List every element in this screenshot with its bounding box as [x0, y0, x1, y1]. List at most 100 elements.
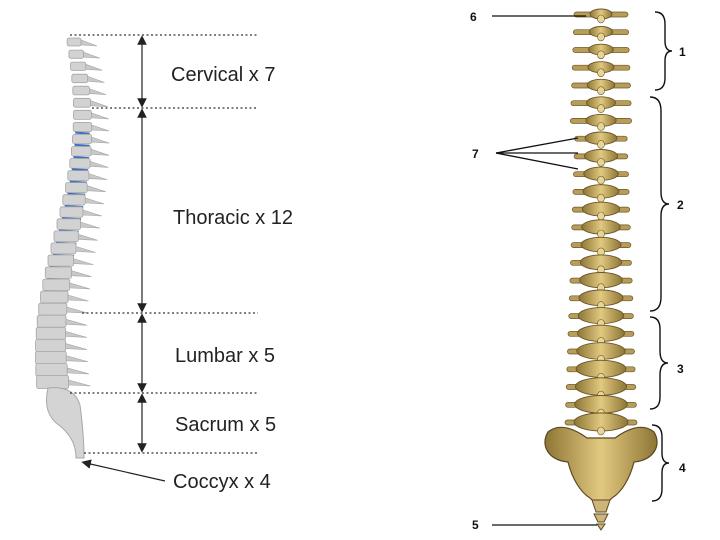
- lateral-spinous-process: [81, 222, 100, 228]
- posterior-spinous-process: [598, 51, 605, 59]
- lateral-vertebra: [57, 219, 81, 230]
- lateral-spinous-process: [70, 283, 90, 289]
- lateral-spinous-process: [85, 198, 104, 204]
- lateral-vertebra: [73, 86, 90, 95]
- posterior-spinous-process: [598, 15, 605, 23]
- posterior-spinous-process: [598, 194, 605, 202]
- coccyx-pointer-arrow: [86, 463, 165, 481]
- lateral-spinous-process: [86, 64, 102, 70]
- lateral-spinous-process: [88, 76, 105, 82]
- lateral-vertebra: [67, 38, 81, 46]
- lateral-vertebra: [51, 243, 76, 254]
- posterior-spinous-process: [598, 140, 605, 148]
- lateral-spine-illustration: [36, 38, 110, 458]
- lateral-spinous-process: [92, 125, 110, 131]
- lateral-vertebra: [43, 279, 70, 291]
- lateral-spinous-process: [78, 234, 97, 240]
- callout-line-7a: [496, 138, 578, 153]
- lateral-spinous-process: [84, 52, 100, 58]
- callout-number-3: 3: [677, 362, 684, 376]
- intervertebral-disc: [75, 133, 90, 134]
- intervertebral-disc: [72, 169, 88, 170]
- lateral-vertebra: [48, 255, 74, 266]
- lateral-vertebra: [66, 183, 88, 193]
- lateral-spinous-process: [74, 259, 94, 265]
- brace-region-1: [655, 12, 672, 90]
- lateral-vertebra: [36, 327, 65, 339]
- lateral-vertebra: [41, 291, 69, 303]
- lateral-spinous-process: [91, 149, 109, 155]
- lateral-spinous-process: [67, 307, 88, 313]
- lateral-vertebra: [73, 98, 90, 107]
- lateral-spinous-process: [66, 344, 87, 350]
- callout-line-7c: [496, 153, 578, 169]
- posterior-spinous-process: [598, 123, 605, 131]
- lateral-vertebra: [71, 62, 86, 70]
- lateral-spinous-process: [66, 319, 87, 325]
- region-label-cervical: Cervical x 7: [171, 64, 275, 86]
- lateral-vertebra: [73, 134, 92, 143]
- lateral-vertebra: [68, 171, 89, 181]
- region-label-lumbar: Lumbar x 5: [175, 345, 275, 367]
- lateral-spinous-process: [90, 161, 108, 167]
- callout-number-7: 7: [472, 147, 479, 161]
- lateral-vertebra: [74, 110, 92, 119]
- lateral-vertebra: [37, 376, 69, 389]
- callout-number-6: 6: [470, 10, 477, 24]
- lateral-vertebra: [63, 195, 85, 205]
- lateral-spinous-process: [83, 210, 102, 216]
- region-label-sacrum: Sacrum x 5: [175, 414, 276, 436]
- brace-region-2: [650, 97, 669, 311]
- lateral-vertebra: [36, 363, 67, 376]
- region-label-coccyx: Coccyx x 4: [173, 471, 271, 493]
- lateral-vertebra: [37, 315, 66, 327]
- lateral-spinous-process: [76, 246, 96, 252]
- posterior-spinous-process: [598, 33, 605, 41]
- lateral-vertebrae-group: [36, 38, 110, 389]
- posterior-vertebrae-group: [565, 9, 637, 435]
- lateral-vertebra: [60, 207, 83, 218]
- lateral-spinous-process: [89, 174, 107, 180]
- callout-number-2: 2: [677, 198, 684, 212]
- callout-number-5: 5: [472, 518, 479, 532]
- posterior-spinous-process: [598, 105, 605, 113]
- posterior-sacrum-shape: [545, 427, 657, 503]
- lateral-vertebra: [54, 231, 78, 242]
- posterior-spinous-process: [598, 69, 605, 77]
- lateral-vertebra: [45, 267, 71, 278]
- posterior-spinous-process: [598, 176, 605, 184]
- region-boundary-lines: [70, 35, 258, 453]
- intervertebral-disc: [73, 157, 89, 158]
- lateral-vertebra: [69, 50, 84, 58]
- lateral-spinous-process: [72, 271, 92, 277]
- callout-number-1: 1: [679, 45, 686, 59]
- posterior-spinous-process: [598, 87, 605, 95]
- region-braces: [650, 12, 672, 501]
- lateral-vertebra: [72, 74, 88, 83]
- lateral-spinous-process: [81, 40, 97, 46]
- lateral-vertebra: [73, 122, 92, 131]
- callout-number-4: 4: [679, 461, 686, 475]
- lateral-spinous-process: [89, 89, 106, 95]
- lateral-spinous-process: [66, 331, 87, 337]
- lateral-vertebra: [70, 159, 90, 169]
- brace-region-3: [650, 317, 668, 409]
- lateral-spinous-process: [66, 356, 88, 362]
- lateral-spinous-process: [69, 380, 91, 386]
- posterior-spinous-process: [598, 427, 605, 435]
- region-label-thoracic: Thoracic x 12: [173, 207, 293, 229]
- posterior-spinous-process: [598, 158, 605, 166]
- posterior-spinous-process: [598, 212, 605, 220]
- posterior-spinous-process: [598, 230, 605, 238]
- lateral-sacrum-shape: [47, 388, 85, 458]
- posterior-spine-illustration: [545, 9, 657, 530]
- lateral-spinous-process: [87, 186, 106, 192]
- lateral-spinous-process: [92, 137, 110, 143]
- lateral-vertebra: [36, 351, 67, 364]
- lateral-spinous-process: [67, 368, 89, 374]
- lateral-spinous-process: [91, 113, 108, 119]
- lateral-vertebra: [71, 147, 91, 157]
- lateral-spinous-process: [91, 101, 108, 107]
